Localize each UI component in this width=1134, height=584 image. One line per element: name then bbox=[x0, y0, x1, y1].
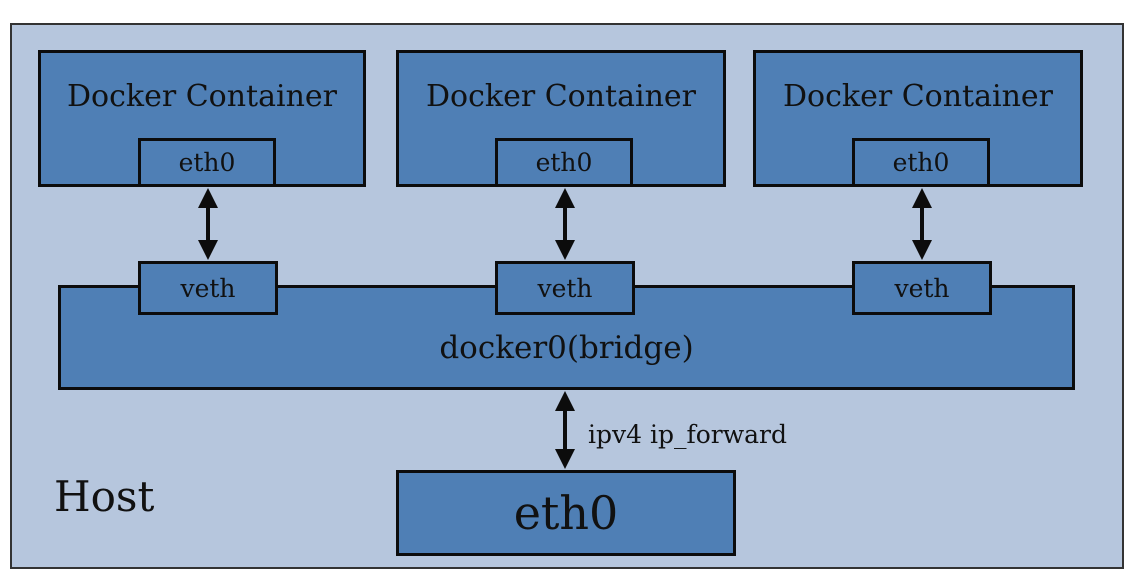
veth-3: veth bbox=[852, 261, 992, 315]
iface-label: eth0 bbox=[892, 148, 950, 177]
container-title: Docker Container bbox=[782, 79, 1053, 114]
host-eth0: eth0 bbox=[396, 470, 736, 556]
host-iface-label: eth0 bbox=[513, 486, 619, 540]
veth-label: veth bbox=[180, 273, 236, 303]
container-title: Docker Container bbox=[66, 79, 337, 114]
container-title: Docker Container bbox=[425, 79, 696, 114]
ip-forward-label: ipv4 ip_forward bbox=[588, 420, 787, 449]
container-eth0-1: eth0 bbox=[138, 138, 276, 187]
bridge-label: docker0(bridge) bbox=[439, 330, 694, 366]
host-label: Host bbox=[54, 472, 155, 521]
iface-label: eth0 bbox=[178, 148, 236, 177]
veth-label: veth bbox=[537, 273, 593, 303]
container-eth0-2: eth0 bbox=[495, 138, 633, 187]
container-eth0-3: eth0 bbox=[852, 138, 990, 187]
veth-2: veth bbox=[495, 261, 635, 315]
veth-label: veth bbox=[894, 273, 950, 303]
iface-label: eth0 bbox=[535, 148, 593, 177]
veth-1: veth bbox=[138, 261, 278, 315]
